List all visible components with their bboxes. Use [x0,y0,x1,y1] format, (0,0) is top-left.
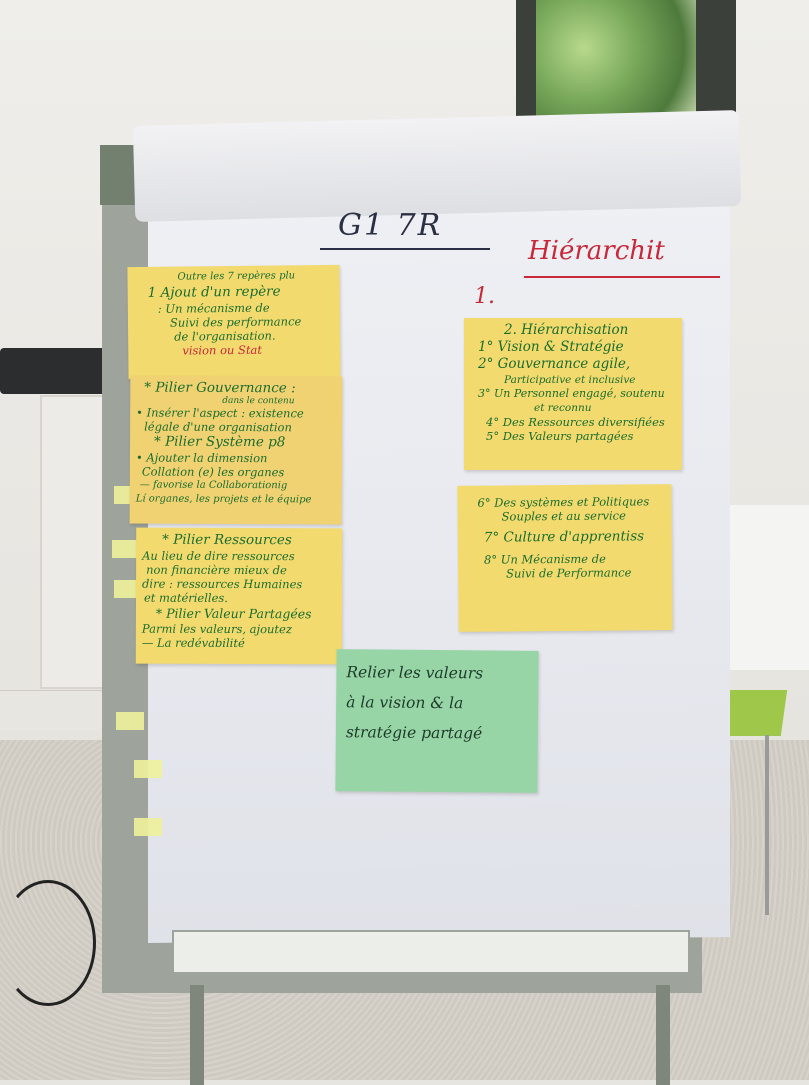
sticky-tab [134,818,162,836]
floor-cable [0,880,96,1006]
note-line: Suivi de Performance [506,565,632,581]
title-underline [320,248,490,250]
note-line: 3° Un Personnel engagé, soutenu [478,387,665,400]
note-line: Parmi les valeurs, ajoutez [141,621,292,637]
note-line: • Insérer l'aspect : existence [136,405,304,421]
chart-title: G1 7R [338,208,443,243]
note-line: * Pilier Ressources [162,531,292,549]
note-line: Souples et au service [501,508,626,524]
note-line: Au lieu de dire ressources [142,548,295,564]
note-line: * Pilier Gouvernance : [144,379,296,397]
note-line: — La redévabilité [141,635,245,651]
note-line: Lí organes, les projets et le équipe [135,493,312,506]
note-line: et matérielles. [143,590,229,605]
sticky-note-ranking-continued: 6° Des systèmes et Politiques Souples et… [457,484,673,632]
chair-leg [765,735,769,915]
sticky-tab [114,580,142,598]
easel-tray [172,930,690,974]
sticky-tab [112,540,140,558]
note-line: 1 Ajout d'un repère [147,283,281,301]
note-line: • Ajouter la dimension [135,450,268,466]
header-right: Hiérarchit [528,236,665,266]
easel-leg-right [656,985,670,1085]
header-right-underline [524,276,720,278]
sticky-note-hierarchisation: 2. Hiérarchisation 1° Vision & Stratégie… [464,318,682,470]
note-line: à la vision & la [346,693,464,713]
sticky-note-resources: * Pilier Ressources Au lieu de dire ress… [135,527,343,665]
note-line: vision ou Stat [182,342,263,358]
flipchart-roll [132,110,742,222]
note-line: 6° Des systèmes et Politiques [477,494,650,510]
note-line: stratégie partagé [345,723,483,743]
note-line: non financière mieux de [146,562,287,578]
note-line: 2. Hiérarchisation [504,322,629,338]
sticky-tab [134,760,162,778]
note-line: * Pilier Système p8 [154,433,286,451]
note-line: Collation (e) les organes [141,464,285,480]
sticky-note-link-values: Relier les valeurs à la vision & la stra… [335,649,539,793]
note-line: 2° Gouvernance agile, [478,356,631,372]
sticky-note-added-marker: Outre les 7 repères plu 1 Ajout d'un rep… [127,264,341,380]
note-line: 7° Culture d'apprentiss [483,528,645,546]
note-line: légale d'une organisation [144,419,292,435]
easel-leg-left [190,985,204,1085]
sticky-note-pillars: * Pilier Gouvernance : dans le contenu •… [129,375,343,525]
note-line: — favorise la Collaborationig [139,479,288,492]
window-greenery [536,0,696,120]
note-line: 1° Vision & Stratégie [478,339,624,355]
note-line: Relier les valeurs [346,663,484,683]
sticky-tab [116,712,144,730]
note-line: et reconnu [534,402,592,414]
note-line: * Pilier Valeur Partagées [155,605,312,622]
note-line: 5° Des Valeurs partagées [486,429,634,443]
note-line: Participative et inclusive [504,374,636,386]
side-table [718,505,809,670]
note-line: dire : ressources Humaines [142,576,303,592]
wall-mounted-device [0,348,122,394]
note-line: 4° Des Ressources diversifiées [486,415,665,429]
section-number: 1. [474,284,495,309]
